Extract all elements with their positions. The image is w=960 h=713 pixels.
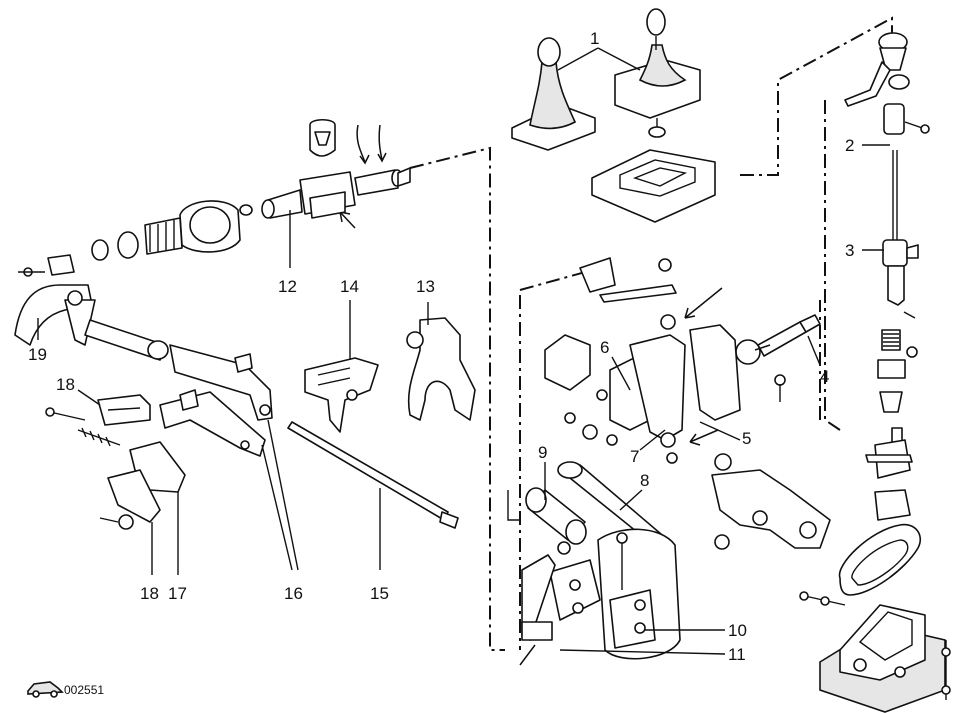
shift-fork-13: [406, 317, 476, 421]
detent-bracket-17: [99, 441, 186, 530]
shift-boot-right: [614, 8, 701, 138]
linkage-bracket-assembly: [544, 257, 786, 464]
callout-4: 4: [820, 367, 829, 386]
damper-9: [507, 487, 587, 545]
callout-6-leader: [611, 356, 631, 391]
callout-18a-leader: [77, 389, 101, 406]
selector-shaft-12: [261, 118, 411, 219]
shift-fork-14: [304, 357, 379, 433]
callout-11: 11: [728, 645, 746, 664]
chain-seal-loop: [838, 523, 922, 596]
spring-boot-subassembly: [91, 200, 253, 261]
callout-18-lower: 18: [140, 584, 159, 603]
interlock-plate-16-lower: [159, 389, 266, 457]
callout-10: 10: [728, 621, 747, 640]
callout-4-leader: [807, 335, 821, 366]
shift-lever-column: [844, 32, 930, 521]
callout-17: 17: [168, 584, 187, 603]
callout-1-leader: [557, 47, 641, 71]
callout-16-leader: [261, 419, 299, 571]
gearbox-housing: [799, 591, 951, 713]
shift-rod-15: [287, 421, 459, 529]
shift-fork-19: [14, 254, 96, 346]
callout-11-leader: [559, 649, 726, 655]
callout-6: 6: [600, 338, 609, 357]
detent-plate-18-upper: [97, 394, 151, 426]
shifter-console-plate: [591, 149, 716, 223]
shift-rail-shaft: [84, 319, 169, 361]
callout-5-leader: [699, 421, 741, 441]
callout-16: 16: [284, 584, 303, 603]
callout-3: 3: [845, 241, 854, 260]
callout-8: 8: [640, 471, 649, 490]
callout-12: 12: [278, 277, 297, 296]
callout-7-leader: [639, 429, 666, 451]
shift-rod-4: [735, 314, 821, 365]
figure-code: 002551: [64, 683, 104, 697]
callout-2: 2: [845, 136, 854, 155]
callout-1: 1: [590, 29, 599, 48]
lower-plate-assembly: [521, 528, 681, 660]
callout-19: 19: [28, 345, 47, 364]
callout-13: 13: [416, 277, 435, 296]
callout-9: 9: [538, 443, 547, 462]
callout-15: 15: [370, 584, 389, 603]
callout-14: 14: [340, 277, 359, 296]
callout-7: 7: [630, 447, 639, 466]
shift-boot-left: [511, 37, 596, 151]
assembly-boundary-lines: [409, 16, 893, 651]
detent-spring-pin: [45, 407, 121, 447]
lower-bracket-5: [711, 453, 831, 550]
interlock-plate-16-upper: [169, 344, 273, 421]
callout-18-upper: 18: [56, 375, 75, 394]
callout-8-leader: [619, 489, 643, 511]
callout-5: 5: [742, 429, 751, 448]
car-icon: [27, 681, 64, 698]
annotation-arrows: [339, 124, 771, 666]
